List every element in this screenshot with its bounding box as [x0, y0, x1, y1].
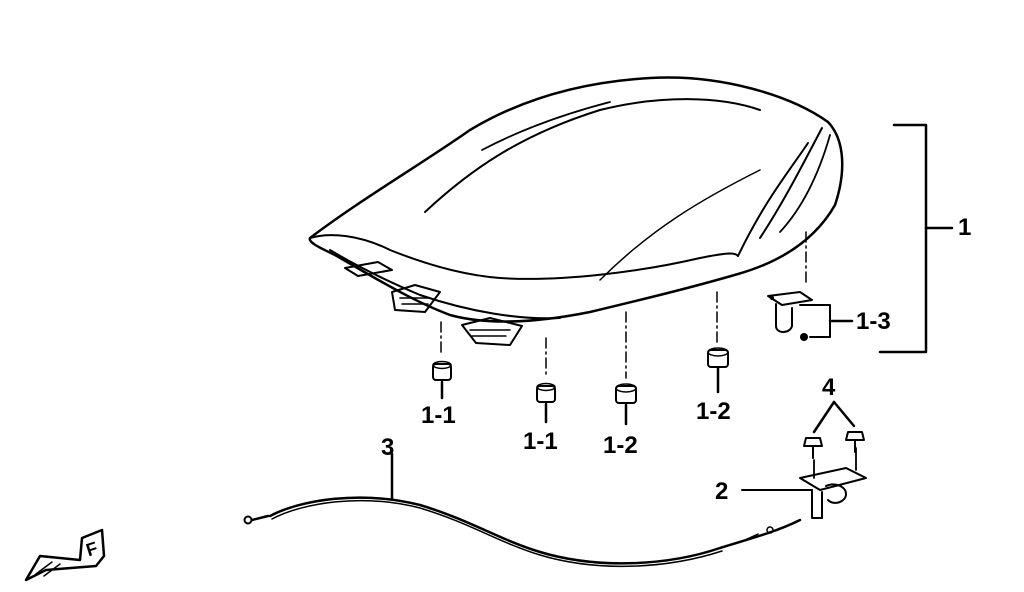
callout-4: 4: [822, 374, 836, 401]
bolts: [803, 400, 865, 459]
seat-cable: [243, 452, 802, 568]
cushion-1-1-a: [432, 360, 452, 381]
front-marker-letter: F: [84, 538, 101, 560]
callout-1-2-b: 1-2: [696, 398, 731, 425]
cushion-leaders: [440, 366, 720, 426]
callout-1-2-a: 1-2: [603, 432, 638, 459]
callout-3: 3: [381, 434, 395, 461]
cushion-1-2-b: [707, 347, 729, 368]
callout-1-3: 1-3: [856, 308, 891, 335]
seat: [308, 76, 844, 346]
rubber-cushions: [432, 347, 729, 404]
front-direction-marker: F: [24, 528, 106, 582]
mounting-centerlines: [440, 231, 807, 379]
callout-1: 1: [958, 214, 972, 241]
seat-hook-1-3: [767, 291, 854, 341]
callout-2: 2: [715, 478, 729, 505]
cushion-1-1-b: [536, 382, 556, 403]
seat-lock: [741, 447, 867, 519]
callout-1-1-b: 1-1: [523, 428, 558, 455]
cushion-1-2-a: [615, 383, 637, 404]
assembly-bracket: [878, 123, 954, 354]
callout-1-1-a: 1-1: [421, 402, 456, 429]
